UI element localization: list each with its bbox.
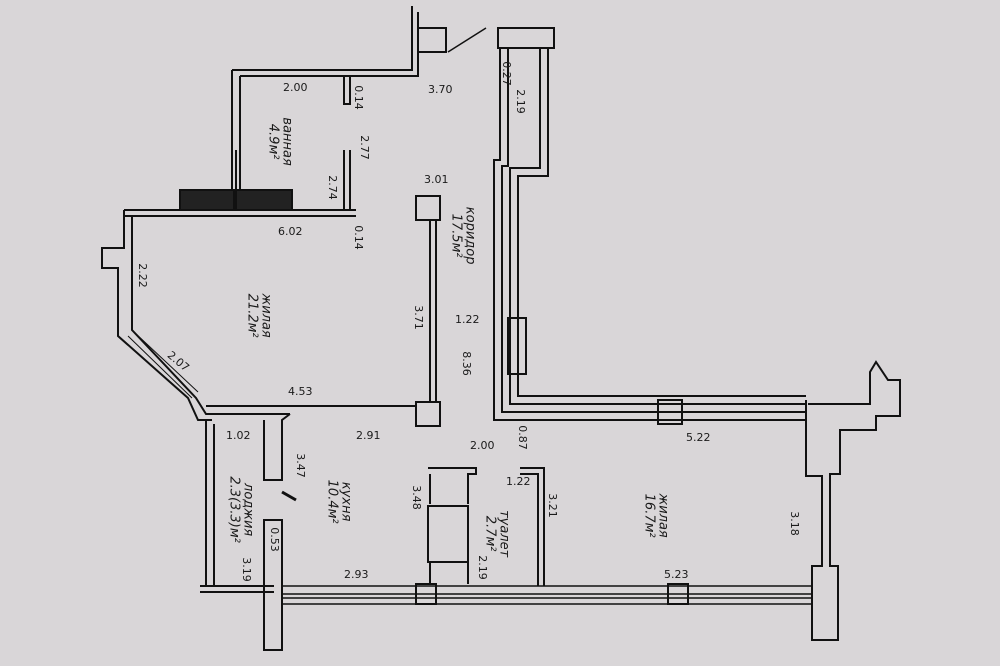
wall-kitchen-left bbox=[263, 413, 291, 481]
dim-1-02: 1.02 bbox=[226, 429, 251, 442]
dim-0-14-a: 0.14 bbox=[351, 85, 365, 110]
column-bottom-1 bbox=[415, 583, 437, 605]
dim-1-22-b: 1.22 bbox=[506, 475, 531, 488]
dim-2-19-right: 2.19 bbox=[513, 89, 527, 114]
column-top bbox=[415, 195, 441, 221]
dim-1-22-a: 1.22 bbox=[455, 313, 480, 326]
room-living-2-name: жилая bbox=[655, 493, 671, 538]
column-bottom-2 bbox=[667, 583, 689, 605]
room-kitchen-name: кухня bbox=[338, 481, 354, 522]
room-kitchen-area: 10.4м² bbox=[325, 479, 340, 524]
fixture-bath-2 bbox=[235, 189, 293, 211]
wall-corridor-left bbox=[429, 220, 437, 402]
wall-living-top bbox=[124, 209, 356, 217]
column-mid bbox=[415, 401, 441, 427]
fixture-toilet bbox=[427, 505, 469, 563]
window-angled bbox=[127, 331, 199, 399]
wall-toilet-left bbox=[429, 562, 469, 584]
dim-3-01: 3.01 bbox=[424, 173, 449, 186]
room-living-1-name: жилая bbox=[258, 293, 274, 338]
dim-2-74: 2.74 bbox=[325, 175, 339, 200]
wall-bathroom-outer bbox=[231, 6, 419, 210]
dim-3-70: 3.70 bbox=[428, 83, 453, 96]
room-toilet-name: туалет bbox=[496, 510, 512, 558]
room-corridor-name: коридор bbox=[462, 206, 478, 265]
dim-3-71: 3.71 bbox=[411, 305, 425, 330]
dim-2-00-mid: 2.00 bbox=[470, 439, 495, 452]
column-right bbox=[657, 399, 683, 425]
dim-0-87: 0.87 bbox=[515, 425, 529, 450]
dim-5-23: 5.23 bbox=[664, 568, 689, 581]
wall-loggia bbox=[200, 420, 274, 593]
dim-3-47: 3.47 bbox=[293, 453, 307, 478]
stub-loggia bbox=[281, 490, 297, 502]
room-bathroom: ванная 4.9м² bbox=[266, 102, 295, 182]
dim-0-14-b: 0.14 bbox=[351, 225, 365, 250]
room-corridor-area: 17.5м² bbox=[449, 213, 464, 258]
leader-line-top bbox=[447, 27, 487, 53]
dim-0-53: 0.53 bbox=[267, 527, 281, 552]
room-living-2-area: 16.7м² bbox=[642, 493, 657, 538]
room-living-1: жилая 21.2м² bbox=[245, 271, 274, 361]
dim-2-22: 2.22 bbox=[135, 263, 149, 288]
radiator-corridor bbox=[507, 317, 527, 375]
room-living-2: жилая 16.7м² bbox=[642, 466, 671, 566]
dim-2-93: 2.93 bbox=[344, 568, 369, 581]
dim-8-36: 8.36 bbox=[459, 351, 473, 376]
wall-toilet-right bbox=[520, 467, 545, 586]
wall-living-left bbox=[101, 210, 290, 421]
dim-6-02: 6.02 bbox=[278, 225, 303, 238]
dim-3-48: 3.48 bbox=[409, 485, 423, 510]
wall-right-outer bbox=[805, 360, 901, 641]
wall-bottom bbox=[282, 585, 812, 605]
wall-corridor-right bbox=[493, 27, 806, 421]
dim-5-22: 5.22 bbox=[686, 431, 711, 444]
dim-3-19: 3.19 bbox=[239, 557, 253, 582]
dim-0-27: 0.27 bbox=[499, 61, 513, 86]
dim-2-91: 2.91 bbox=[356, 429, 381, 442]
dim-3-18: 3.18 bbox=[787, 511, 801, 536]
wall-bathroom-inner bbox=[343, 76, 351, 211]
column-loggia bbox=[263, 519, 283, 651]
room-kitchen: кухня 10.4м² bbox=[325, 457, 354, 547]
room-corridor: коридор 17.5м² bbox=[449, 191, 478, 281]
dim-2-00-top: 2.00 bbox=[283, 81, 308, 94]
vent-top bbox=[417, 27, 447, 53]
room-bathroom-area: 4.9м² bbox=[266, 123, 281, 160]
dim-4-53: 4.53 bbox=[288, 385, 313, 398]
room-loggia-name: лоджия bbox=[240, 483, 256, 537]
dim-2-77: 2.77 bbox=[357, 135, 371, 160]
room-bathroom-name: ванная bbox=[279, 117, 295, 166]
room-loggia-area: 2.3(3.3)м² bbox=[227, 476, 242, 543]
wall-toilet-top bbox=[428, 467, 477, 504]
room-living-1-area: 21.2м² bbox=[245, 293, 260, 338]
dim-2-19-bottom: 2.19 bbox=[475, 555, 489, 580]
fixture-bath-1 bbox=[179, 189, 235, 211]
dim-3-21: 3.21 bbox=[545, 493, 559, 518]
room-loggia: лоджия 2.3(3.3)м² bbox=[227, 455, 256, 565]
